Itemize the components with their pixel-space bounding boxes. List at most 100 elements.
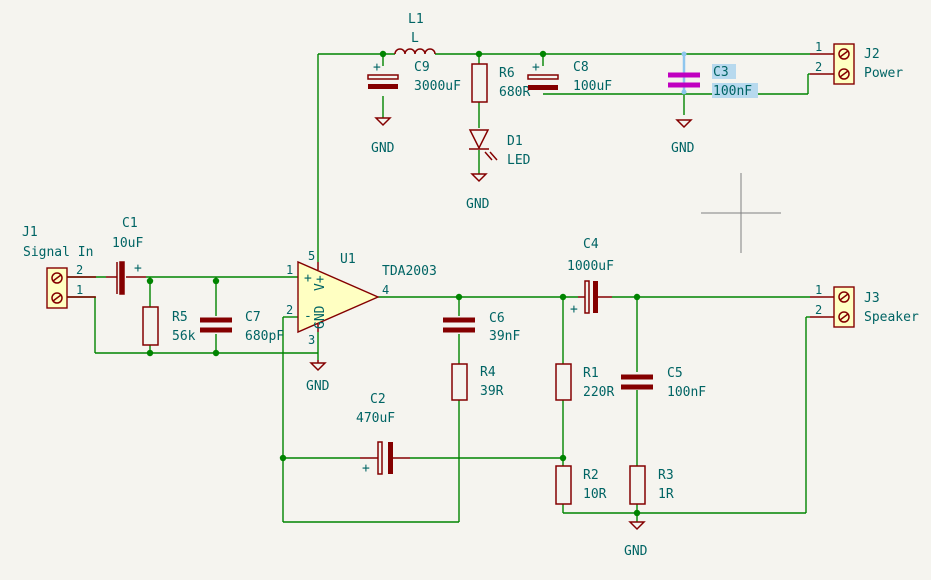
j2-ref: J2 [864, 47, 880, 62]
j1-pin1: 1 [76, 283, 83, 297]
junction-dot [212, 349, 220, 357]
u1-vplus-label: V+ [313, 275, 328, 291]
j2-pin2: 2 [815, 60, 822, 74]
u1-pin5: 5 [308, 249, 315, 263]
resistor-r1[interactable]: R1 220R [555, 363, 614, 401]
c1-ref: C1 [122, 216, 138, 231]
c1-value: 10uF [112, 236, 143, 251]
u1-pin2: 2 [286, 303, 293, 317]
c7-ref: C7 [245, 310, 261, 325]
j1-ref: J1 [22, 225, 38, 240]
u1-gnd-label: GND [313, 305, 328, 329]
c8-plus: + [532, 60, 540, 75]
j3-ref: J3 [864, 291, 880, 306]
l1-value: L [411, 31, 419, 46]
capacitor-c5[interactable]: C5 100nF [621, 366, 706, 400]
resistor-r2[interactable]: R2 10R [555, 465, 607, 505]
r1-value: 220R [583, 385, 614, 400]
c3-ref: C3 [713, 65, 729, 80]
r3-ref: R3 [658, 468, 674, 483]
c5-ref: C5 [667, 366, 683, 381]
c4-ref: C4 [583, 237, 599, 252]
connector-j2[interactable]: 1 2 J2 Power [810, 40, 903, 85]
gnd-symbol: GND [624, 521, 648, 559]
junction-dot [455, 293, 463, 301]
capacitor-c8[interactable]: + C8 100uF [527, 60, 612, 94]
c9-plus: + [373, 60, 381, 75]
gnd-label: GND [671, 141, 695, 156]
resistor-r5[interactable]: R5 56k [142, 306, 196, 346]
c2-value: 470uF [356, 411, 395, 426]
j3-pin1: 1 [815, 283, 822, 297]
gnd-symbol: GND [466, 173, 490, 212]
u1-value: TDA2003 [382, 264, 437, 279]
c8-ref: C8 [573, 60, 589, 75]
c6-ref: C6 [489, 311, 505, 326]
amplifier-u1[interactable]: + - GND V+ 1 2 3 4 5 U1 TDA2003 [286, 249, 437, 347]
c6-value: 39nF [489, 329, 520, 344]
d1-value: LED [507, 153, 531, 168]
c2-ref: C2 [370, 392, 386, 407]
u1-pin1: 1 [286, 263, 293, 277]
junctions [146, 50, 641, 517]
c1-plus: + [134, 261, 142, 276]
inductor-l1[interactable]: L1 L [394, 12, 436, 55]
c9-ref: C9 [414, 60, 430, 75]
c8-value: 100uF [573, 79, 612, 94]
r5-ref: R5 [172, 310, 188, 325]
junction-dot [279, 454, 287, 462]
resistor-r3[interactable]: R3 1R [629, 465, 674, 505]
gnd-symbol: GND [306, 360, 330, 394]
resistor-r6[interactable]: R6 680R [471, 63, 530, 103]
junction-dot [212, 277, 220, 285]
r3-value: 1R [658, 487, 674, 502]
u1-pin4: 4 [382, 283, 389, 297]
capacitor-c3-selected[interactable]: C3 100nF [668, 51, 758, 100]
junction-dot [633, 509, 641, 517]
r1-ref: R1 [583, 366, 599, 381]
capacitor-c6[interactable]: C6 39nF [443, 311, 520, 344]
r6-value: 680R [499, 85, 530, 100]
capacitor-c1[interactable]: + C1 10uF [106, 216, 146, 295]
capacitor-c2[interactable]: + C2 470uF [356, 392, 410, 476]
gnd-label: GND [371, 141, 395, 156]
gnd-symbol: GND [371, 117, 395, 156]
c4-value: 1000uF [567, 259, 614, 274]
junction-dot [475, 50, 483, 58]
r6-ref: R6 [499, 66, 515, 81]
c5-value: 100nF [667, 385, 706, 400]
u1-pin3: 3 [308, 333, 315, 347]
u1-plus-label: + [304, 271, 312, 286]
capacitor-c4[interactable]: + C4 1000uF [567, 237, 614, 317]
r5-value: 56k [172, 329, 196, 344]
j3-value: Speaker [864, 310, 919, 325]
u1-ref: U1 [340, 252, 356, 267]
connector-j1[interactable]: J1 Signal In 2 1 [22, 225, 96, 309]
c3-value: 100nF [713, 84, 752, 99]
junction-dot [559, 454, 567, 462]
capacitor-c7[interactable]: C7 680pF [200, 310, 284, 344]
wires [67, 53, 810, 523]
c9-value: 3000uF [414, 79, 461, 94]
j3-pin2: 2 [815, 303, 822, 317]
cursor-crosshair [701, 173, 781, 253]
gnd-label: GND [306, 379, 330, 394]
r4-value: 39R [480, 384, 504, 399]
junction-dot [146, 277, 154, 285]
j2-value: Power [864, 66, 903, 81]
connector-j3[interactable]: 1 2 J3 Speaker [810, 283, 919, 328]
junction-dot [379, 50, 387, 58]
c2-plus: + [362, 461, 370, 476]
c7-value: 680pF [245, 329, 284, 344]
capacitor-c9[interactable]: + C9 3000uF [367, 60, 461, 94]
led-d1[interactable]: D1 LED [468, 129, 531, 168]
junction-dot [559, 293, 567, 301]
d1-ref: D1 [507, 134, 523, 149]
gnd-symbol: GND [671, 119, 695, 156]
j2-pin1: 1 [815, 40, 822, 54]
l1-ref: L1 [408, 12, 424, 27]
resistor-r4[interactable]: R4 39R [451, 363, 504, 401]
r2-value: 10R [583, 487, 607, 502]
r2-ref: R2 [583, 468, 599, 483]
